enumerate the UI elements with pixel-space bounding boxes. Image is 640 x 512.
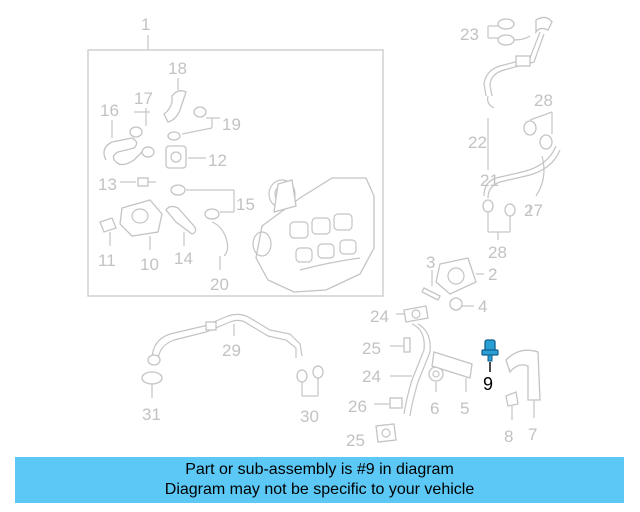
part-31-cap — [141, 371, 163, 398]
callout-21: 21 — [480, 171, 499, 190]
part-28-seals-top — [523, 111, 553, 150]
callout-11: 11 — [98, 251, 116, 270]
callout-2: 2 — [488, 265, 497, 284]
part-26-bolt-bottom — [374, 397, 403, 409]
callout-19: 19 — [222, 115, 241, 134]
callout-6: 6 — [430, 399, 439, 418]
callout-23: 23 — [460, 25, 479, 44]
banner-line-2: Diagram may not be specific to your vehi… — [164, 481, 475, 498]
part-20-hose — [211, 221, 229, 270]
part-25-gasket-top — [396, 305, 429, 323]
callout-14: 14 — [174, 249, 193, 268]
part-14-hose — [165, 205, 197, 246]
callout-30: 30 — [300, 407, 319, 426]
part-25-gasket-bottom — [375, 423, 397, 443]
part-4-nut — [449, 297, 474, 311]
part-13-bolt — [120, 177, 156, 187]
info-banner: Part or sub-assembly is #9 in diagram Di… — [15, 457, 624, 503]
part-28-seals-bottom — [482, 199, 516, 240]
callout-27: 27 — [524, 201, 543, 220]
callout-9: 9 — [483, 374, 493, 394]
part-8-bolt — [505, 391, 519, 420]
part-29-coolant-pipe — [147, 313, 303, 366]
part-15-fittings — [170, 184, 235, 220]
part-2-gasket — [435, 257, 484, 295]
callout-25-top: 24 — [370, 307, 389, 326]
callout-4: 4 — [478, 297, 487, 316]
part-23-fittings — [487, 18, 531, 46]
part-6-seal — [428, 366, 444, 392]
part-9-bolt-highlighted — [481, 339, 499, 372]
callout-29: 29 — [222, 341, 241, 360]
callout-28-top: 28 — [534, 91, 553, 110]
part-19-fittings — [167, 106, 220, 141]
callout-31: 31 — [142, 405, 161, 424]
callout-28-bottom: 28 — [488, 243, 507, 262]
parts-diagram: 1 16 17 18 19 — [87, 15, 561, 450]
banner-line-1: Part or sub-assembly is #9 in diagram — [185, 461, 454, 478]
callout-8: 8 — [504, 427, 513, 446]
callout-26-top: 25 — [362, 339, 381, 358]
turbo-assembly-box — [87, 49, 384, 297]
turbocharger-manifold — [252, 177, 375, 293]
callout-7: 7 — [528, 425, 537, 444]
callout-22: 22 — [468, 133, 487, 152]
callout-20: 20 — [210, 275, 229, 294]
callout-3: 3 — [426, 253, 435, 272]
part-12-valve — [165, 145, 206, 169]
part-7-heat-shield — [505, 349, 541, 418]
part-3-stud — [421, 270, 441, 301]
callout-1: 1 — [141, 15, 150, 34]
callout-25-bottom: 25 — [346, 431, 365, 450]
callout-10: 10 — [140, 255, 159, 274]
part-30-seals — [296, 365, 324, 397]
part-16-hose — [103, 120, 143, 166]
callout-16: 16 — [100, 101, 119, 120]
part-10-solenoid — [119, 199, 163, 250]
callout-15: 15 — [236, 195, 255, 214]
callout-12: 12 — [208, 151, 227, 170]
callout-18: 18 — [168, 59, 187, 78]
callout-13: 13 — [98, 175, 117, 194]
part-26-bolt-top — [390, 337, 411, 353]
part-18-hose — [163, 78, 187, 123]
part-17-clamps — [129, 108, 155, 158]
callout-26-bottom: 26 — [348, 397, 367, 416]
part-21-oil-pipe — [483, 16, 561, 199]
callout-17: 17 — [134, 89, 153, 108]
callout-24: 24 — [362, 367, 381, 386]
part-24-oil-return-pipe — [390, 323, 431, 417]
callout-5: 5 — [460, 399, 469, 418]
part-27-pipe-end — [529, 155, 545, 214]
part-11-bolt — [99, 217, 117, 246]
part-5-bracket — [431, 351, 473, 392]
